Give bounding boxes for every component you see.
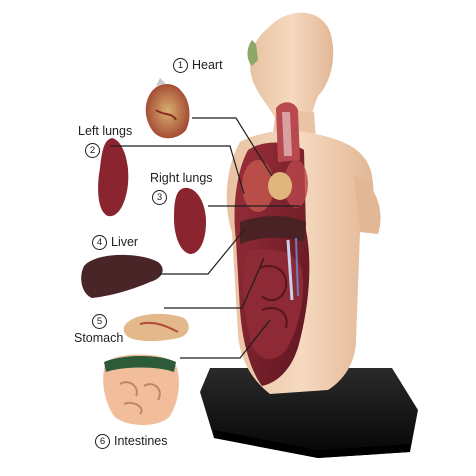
display-base bbox=[200, 368, 418, 458]
right-lungs-number: 3 bbox=[152, 190, 167, 205]
intestines-organ bbox=[103, 354, 179, 425]
stomach-organ bbox=[123, 313, 189, 341]
left-lungs-label: Left lungs bbox=[78, 124, 133, 138]
liver-label: Liver bbox=[111, 235, 139, 249]
organ-cavity bbox=[234, 102, 310, 386]
right-lungs-label: Right lungs bbox=[150, 171, 213, 185]
intestines-label: Intestines bbox=[114, 434, 168, 448]
intestines-number: 6 bbox=[95, 434, 110, 449]
liver-organ bbox=[81, 254, 163, 298]
right-lung-organ bbox=[174, 187, 206, 254]
left-lung-organ bbox=[98, 138, 129, 217]
liver-number: 4 bbox=[92, 235, 107, 250]
heart-number: 1 bbox=[173, 58, 188, 73]
stomach-number: 5 bbox=[92, 314, 107, 329]
heart-label: Heart bbox=[192, 58, 223, 72]
stomach-label: Stomach bbox=[74, 331, 124, 345]
heart-organ bbox=[145, 78, 190, 139]
leader-lines bbox=[110, 117, 300, 359]
left-lungs-number: 2 bbox=[85, 143, 100, 158]
